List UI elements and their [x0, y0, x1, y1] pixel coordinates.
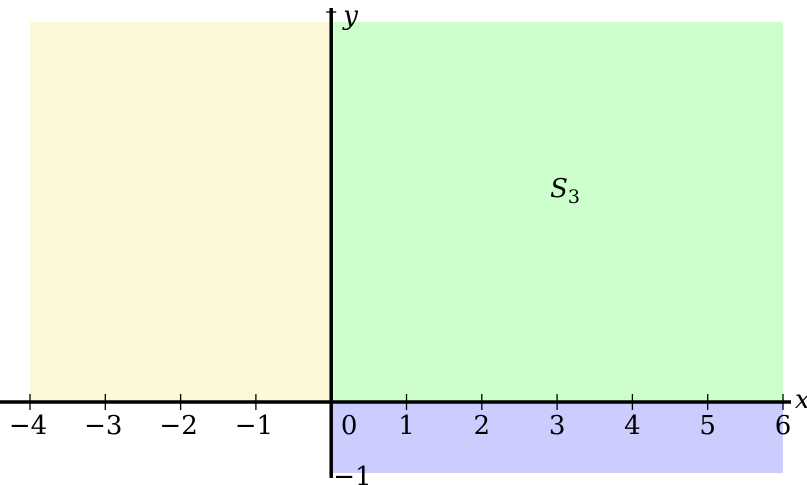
- y-tick-label-0: −1: [333, 462, 371, 485]
- axes-layer: [0, 8, 791, 478]
- x-axis-name: x: [795, 385, 807, 415]
- x-tick-label-9: 5: [699, 411, 716, 441]
- s3-region-label-subscript: 3: [568, 186, 580, 208]
- x-tick-label-7: 3: [549, 411, 566, 441]
- x-tick-label-1: −3: [84, 411, 122, 441]
- s3-region-label: S3: [550, 174, 580, 208]
- x-tick-label-0: −4: [9, 411, 47, 441]
- x-tick-label-3: −1: [235, 411, 273, 441]
- y-axis-name: y: [342, 1, 358, 31]
- x-tick-label-5: 1: [398, 411, 415, 441]
- left-region: [30, 22, 332, 402]
- x-tick-label-2: −2: [159, 411, 197, 441]
- x-tick-label-4: 0: [341, 411, 358, 441]
- bottom-region: [331, 402, 783, 473]
- s3-region-label-main: S: [550, 174, 568, 204]
- x-tick-label-6: 2: [474, 411, 491, 441]
- s3-region: [331, 22, 783, 402]
- regions-layer: [30, 22, 783, 473]
- x-tick-label-10: 6: [775, 411, 792, 441]
- x-tick-label-8: 4: [624, 411, 641, 441]
